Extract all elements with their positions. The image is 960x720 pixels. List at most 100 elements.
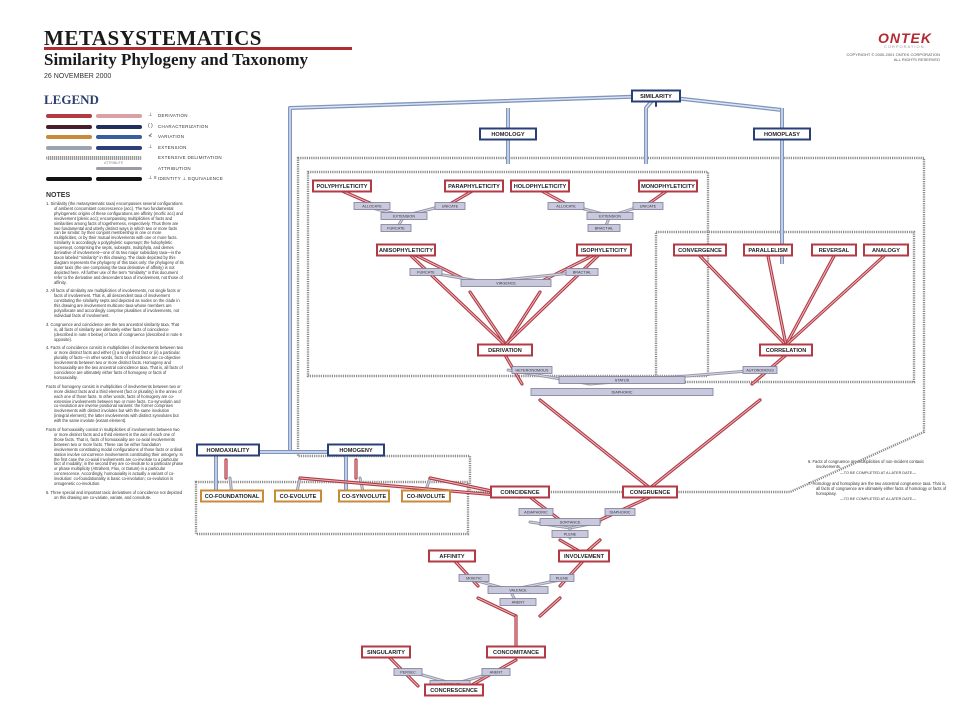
taxon-node-label: HOMOAXIALITY — [207, 448, 250, 454]
taxon-node-box — [338, 489, 390, 503]
attribute-box — [742, 366, 778, 374]
legend-row: ( ) CHARACTERIZATION — [46, 123, 266, 131]
derivation-line-highlight — [767, 255, 787, 346]
taxon-node-box — [200, 489, 264, 503]
taxon-node-label: DERIVATION — [488, 348, 522, 354]
taxon-node-box — [401, 489, 451, 503]
derivation-line-highlight — [299, 477, 521, 498]
legend-swatch — [46, 114, 92, 118]
attribute-box — [587, 224, 621, 232]
legend-symbol: ( ) — [148, 122, 153, 129]
attribute-box — [393, 668, 423, 676]
taxon-node-box — [274, 489, 322, 503]
legend-swatch — [46, 124, 92, 129]
attribute-label: ADIAPHORIC — [524, 511, 548, 515]
legend-row: ⊥EXTENSION — [46, 144, 266, 152]
attribute-label: ANENT — [490, 671, 504, 675]
attribute-box — [434, 202, 466, 210]
derivation-line-highlight — [504, 249, 605, 346]
attribute-label: AUTONOMOUS — [746, 369, 774, 373]
attribute-box — [586, 212, 634, 220]
taxon-node-label: POLYPHYLETICITY — [316, 184, 367, 190]
taxon-node-box — [312, 179, 372, 193]
right-note-tbc: —TO BE COMPLETED AT A LATER DATE— — [839, 470, 917, 475]
legend-label: CHARACTERIZATION — [158, 123, 209, 129]
taxon-node-label: CORRELATION — [766, 348, 807, 354]
attribute-box — [558, 376, 686, 384]
attribute-box — [539, 518, 601, 526]
taxon-node-label: CONGRUENCE — [630, 490, 671, 496]
page-date: 26 NOVEMBER 2000 — [44, 73, 112, 80]
attribute-label: UNICATE — [640, 205, 657, 209]
attribute-box — [549, 574, 575, 582]
taxon-node-box — [638, 179, 698, 193]
attribute-label: PLENE — [556, 577, 569, 581]
taxon-node-box — [753, 127, 811, 141]
taxon-node-box — [196, 443, 260, 457]
attribute-box — [499, 598, 537, 606]
taxon-node-box — [863, 243, 909, 257]
taxon-node-box — [424, 683, 484, 697]
attribute-label: EXTENSION — [599, 215, 621, 219]
attribute-label: UNICATE — [442, 205, 459, 209]
legend-swatch — [96, 124, 142, 129]
taxon-node-label: REVERSAL — [819, 248, 850, 254]
extension-line — [288, 94, 657, 452]
attribute-box — [547, 202, 585, 210]
attribute-box — [511, 366, 553, 374]
legend-swatch — [46, 156, 142, 160]
derivation-line-highlight — [477, 597, 517, 617]
attribute-label: MOIETIC — [466, 577, 482, 581]
taxon-node-box — [631, 89, 681, 103]
legend-row: ⊥ ≡IDENTITY ⊥ EQUIVALENCE — [46, 175, 266, 183]
taxon-node-label: SINGULARITY — [367, 650, 405, 656]
taxon-node-label: COINCIDENCE — [500, 490, 539, 496]
notes-list: 1. Similarity (the metasystematic taxa) … — [46, 201, 184, 505]
note-paragraph: 5. Three special and important taxic der… — [46, 489, 183, 500]
taxon-node-box — [490, 485, 550, 499]
taxon-node-box — [759, 343, 813, 357]
legend-swatch — [96, 177, 142, 181]
attribute-label: STATUS — [615, 379, 630, 383]
extensive-delimitation — [194, 480, 470, 536]
derivation-line-highlight — [785, 255, 885, 346]
taxon-node-box — [376, 243, 436, 257]
taxon-node-box — [486, 645, 546, 659]
right-note-tbc: —TO BE COMPLETED AT A LATER DATE— — [839, 497, 917, 502]
attribute-label: VIRGENCE — [496, 282, 516, 286]
taxon-node-label: CO-FOUNDATIONAL — [205, 494, 260, 500]
taxon-node-box — [558, 549, 610, 563]
taxon-node-label: PARAPHYLETICITY — [448, 184, 500, 190]
taxon-node-label: HOMOGENY — [339, 448, 373, 454]
attribute-label: BRACTIAL — [595, 227, 614, 231]
derivation-line-highlight — [785, 255, 835, 346]
taxon-node-box — [576, 243, 632, 257]
legend-label: EXTENSIVE DELIMITATION — [158, 155, 222, 160]
legend-swatch — [96, 166, 142, 170]
page-title: METASYSTEMATICS — [44, 26, 262, 50]
attribute-box — [551, 530, 589, 538]
right-note-paragraph: 7. Homology and homoplasy are the two an… — [808, 480, 947, 496]
taxon-node-label: ISOPHYLETICITY — [581, 248, 627, 254]
legend-swatch — [46, 177, 92, 181]
copyright-line-1: COPYRIGHT © 2000-2001 ONTEK CORPORATION — [846, 52, 941, 57]
taxon-node-box — [743, 243, 793, 257]
taxon-node-box — [477, 343, 533, 357]
taxon-node-box — [327, 443, 385, 457]
legend-swatch — [46, 135, 92, 139]
taxon-node-box — [510, 179, 570, 193]
attribute-box — [353, 202, 391, 210]
attribute-box — [460, 279, 552, 287]
legend-swatch — [96, 114, 142, 118]
taxon-node-box — [444, 179, 504, 193]
copyright-line-2: ALL RIGHTS RESERVED — [893, 57, 940, 62]
attribute-box — [409, 268, 443, 276]
taxon-node-box — [622, 485, 678, 499]
taxon-node-label: ANISOPHYLETICITY — [379, 248, 433, 254]
notes-title: NOTES — [46, 192, 71, 199]
taxon-node-label: CO-EVOLUTE — [280, 494, 317, 500]
extensive-delimitation — [654, 230, 916, 384]
attribute-label: FURCATE — [387, 227, 405, 231]
legend-title: LEGEND — [44, 92, 99, 107]
legend-swatch — [96, 135, 142, 139]
